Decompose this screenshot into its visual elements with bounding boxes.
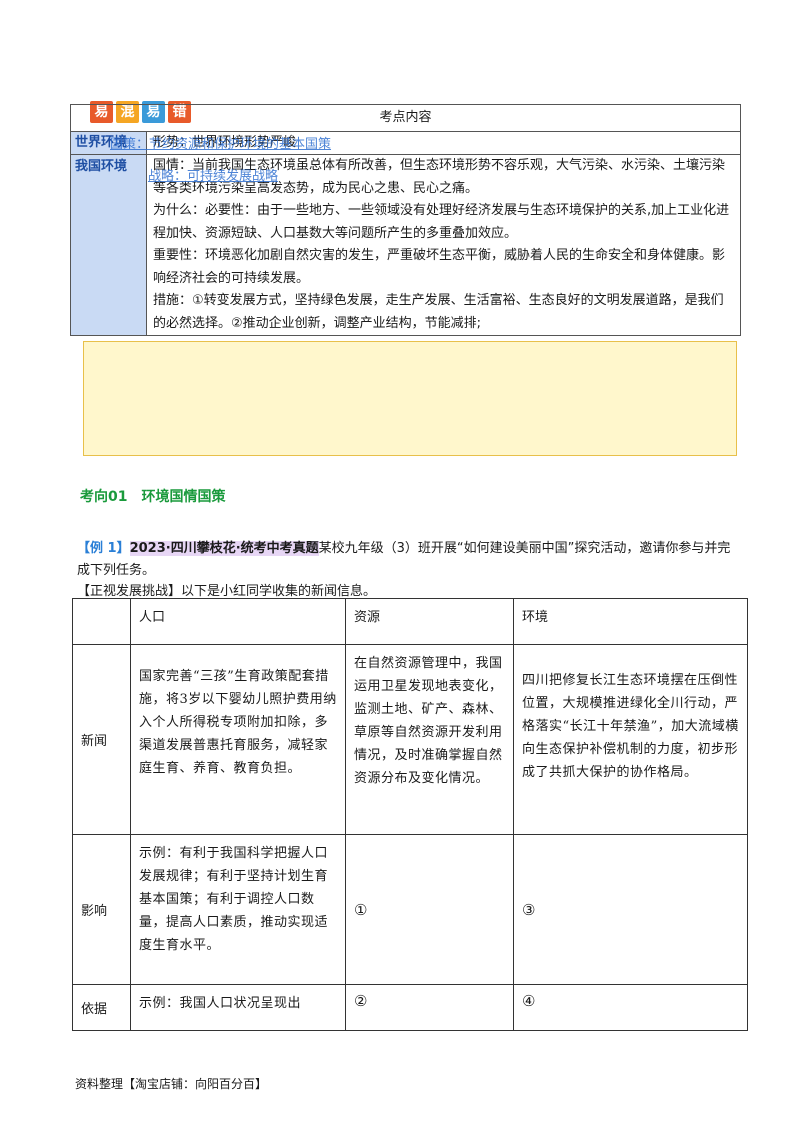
china-environment-content: 国情：当前我国生态环境虽总体有所改善，但生态环境形势不容乐观，大气污染、水污染、… xyxy=(146,154,741,336)
example-intro: 【例 1】2023·四川攀枝花·统考中考真题某校九年级（3）班开展“如何建设美丽… xyxy=(77,538,737,582)
overlay-national-policy[interactable]: 国策：节约资源和保护环境的基本国策 xyxy=(110,137,332,152)
table-header: 考点内容 xyxy=(70,104,741,132)
example-source: 2023·四川攀枝花·统考中考真题 xyxy=(129,541,319,556)
footer-note: 资料整理【淘宝店铺：向阳百分百】 xyxy=(75,1077,268,1091)
example-task: 【正视发展挑战】以下是小红同学收集的新闻信息。 xyxy=(77,584,377,599)
world-environment-text: 形势：世界环境形势严峻 xyxy=(146,131,741,155)
row-label-china: 我国环境 xyxy=(70,154,147,336)
basis-population: 示例：我国人口状况呈现出 xyxy=(139,996,302,1011)
paragraph-measures: 措施：①转变发展方式，坚持绿色发展，走生产发展、生活富裕、生态良好的文明发展道路… xyxy=(153,293,724,331)
example-tag: 【例 1】 xyxy=(77,541,130,556)
header-blank xyxy=(72,598,131,645)
row-label-impact: 影响 xyxy=(72,834,131,985)
news-table: 人口 资源 环境 新闻 国家完善“三孩”生育政策配套措施，将3岁以下婴幼儿照护费… xyxy=(72,598,748,1031)
news-resources: 在自然资源管理中，我国运用卫星发现地表变化，监测土地、矿产、森林、草原等自然资源… xyxy=(354,656,503,786)
header-population: 人口 xyxy=(130,598,346,645)
overlay-strategy[interactable]: 战略：可持续发展战略 xyxy=(148,169,279,184)
row-label-basis: 依据 xyxy=(72,984,131,1031)
note-box xyxy=(83,341,737,456)
section-heading: 考向01 环境国情国策 xyxy=(80,486,239,506)
answer-blank-4: ④ xyxy=(522,992,536,1010)
answer-blank-2: ② xyxy=(354,992,368,1010)
news-environment: 四川把修复长江生态环境摆在压倒性位置，大规模推进绿化全川行动，严格落实“长江十年… xyxy=(522,673,739,780)
header-environment: 环境 xyxy=(513,598,748,645)
paragraph-situation: 国情：当前我国生态环境虽总体有所改善，但生态环境形势不容乐观，大气污染、水污染、… xyxy=(153,158,726,196)
heading-title: 环境国情国策 xyxy=(141,489,226,505)
answer-blank-3: ③ xyxy=(522,900,536,919)
heading-number: 考向01 xyxy=(80,489,128,505)
answer-blank-1: ① xyxy=(354,900,368,919)
paragraph-why: 为什么：必要性：由于一些地方、一些领域没有处理好经济发展与生态环境保护的关系,加… xyxy=(153,203,730,241)
paragraph-importance: 重要性：环境恶化加剧自然灾害的发生，严重破坏生态平衡，威胁着人民的生命安全和身体… xyxy=(153,248,726,286)
example-text: 某校九年级（3）班开展“如何建设美丽中国”探究活动，邀请你参与并完成下列任务。 xyxy=(77,541,731,578)
key-points-table: 考点内容 世界环境 形势：世界环境形势严峻 我国环境 国情：当前我国生态环境虽总… xyxy=(70,104,741,336)
row-label-news: 新闻 xyxy=(72,644,131,835)
news-population: 国家完善“三孩”生育政策配套措施，将3岁以下婴幼儿照护费用纳入个人所得税专项附加… xyxy=(139,669,337,776)
header-resources: 资源 xyxy=(345,598,514,645)
impact-population: 示例：有利于我国科学把握人口发展规律；有利于坚持计划生育基本国策；有利于调控人口… xyxy=(139,846,329,953)
